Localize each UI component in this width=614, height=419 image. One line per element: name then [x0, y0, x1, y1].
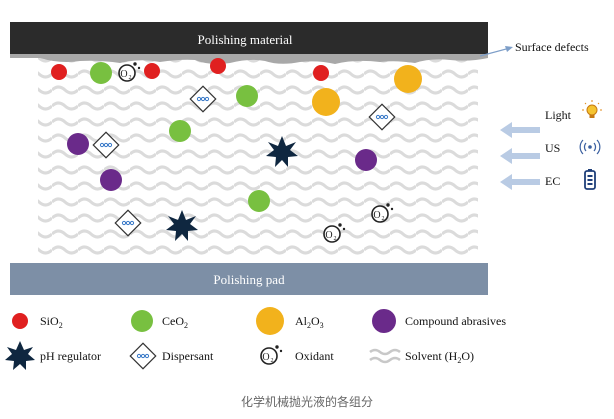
legend-oxidant-label: Oxidant: [295, 349, 334, 363]
ec-arrow: [500, 174, 540, 190]
oxidant-molecule: O 2: [118, 62, 141, 82]
ceo2-particle: [248, 190, 270, 212]
bulb-icon: [582, 100, 602, 118]
legend: SiO2 CeO2 Al2O3 Compound abrasives pH re…: [5, 307, 506, 370]
us-label: US: [545, 141, 560, 155]
legend-ph-swatch: [5, 341, 35, 370]
us-arrow: [500, 148, 540, 164]
sio2-particle: [51, 64, 67, 80]
al2o3-particle: [312, 88, 340, 116]
legend-compound-label: Compound abrasives: [405, 314, 506, 328]
svg-text:O: O: [120, 69, 127, 80]
svg-text:O: O: [262, 352, 269, 363]
dispersant-molecule: [189, 85, 217, 113]
surface-defects-arrowhead: [505, 46, 513, 52]
svg-text:2: 2: [271, 358, 274, 364]
sio2-particle: [313, 65, 329, 81]
legend-solvent-swatch: [369, 348, 401, 364]
ceo2-particle: [236, 85, 258, 107]
ph-regulator-star: [166, 210, 198, 241]
polishing-material-plate: [10, 22, 488, 54]
svg-text:2: 2: [129, 75, 132, 81]
legend-al2o3-swatch: [256, 307, 284, 335]
svg-text:2: 2: [382, 216, 385, 222]
svg-text:2: 2: [334, 236, 337, 242]
legend-ph-label: pH regulator: [40, 349, 101, 363]
ultrasound-icon: [579, 139, 601, 155]
ceo2-particle: [169, 120, 191, 142]
legend-sio2-label: SiO2: [40, 314, 63, 330]
battery-icon: [584, 169, 596, 190]
surface-defects-label: Surface defects: [515, 40, 589, 54]
light-label: Light: [545, 108, 572, 122]
polishing-material: Polishing material: [10, 22, 488, 64]
sio2-particle: [210, 58, 226, 74]
legend-oxidant-swatch: O 2: [260, 345, 283, 365]
polishing-pad: Polishing pad: [10, 263, 488, 295]
ec-label: EC: [545, 174, 560, 188]
legend-compound-swatch: [372, 309, 396, 333]
legend-ceo2-label: CeO2: [162, 314, 188, 330]
sio2-particle: [144, 63, 160, 79]
compound-abrasive-particle: [100, 169, 122, 191]
surface-defects-callout: Surface defects: [479, 40, 589, 57]
al2o3-particle: [394, 65, 422, 93]
surface-defects: [10, 54, 488, 64]
energy-inputs: Light US EC: [500, 100, 602, 190]
dispersant-molecule: [114, 209, 142, 237]
figure-caption: 化学机械抛光液的各组分: [240, 395, 373, 409]
light-arrow: [500, 122, 540, 138]
svg-text:O: O: [325, 230, 332, 241]
surface-defects-arrow: [479, 47, 511, 57]
legend-dispersant-swatch: [129, 342, 157, 370]
ceo2-particle: [90, 62, 112, 84]
polishing-material-label: Polishing material: [198, 32, 293, 47]
dispersant-molecule: [92, 131, 120, 159]
legend-sio2-swatch: [12, 313, 28, 329]
svg-text:O: O: [373, 210, 380, 221]
legend-dispersant-label: Dispersant: [162, 349, 214, 363]
legend-ceo2-swatch: [131, 310, 153, 332]
compound-abrasive-particle: [67, 133, 89, 155]
polishing-pad-label: Polishing pad: [213, 272, 285, 287]
compound-abrasive-particle: [355, 149, 377, 171]
dispersant-molecule: [368, 103, 396, 131]
oxidant-molecule: O 2: [323, 223, 346, 243]
legend-solvent-label: Solvent (H2O): [405, 349, 474, 365]
legend-al2o3-label: Al2O3: [295, 314, 324, 330]
polishing-pad-plate: [10, 263, 488, 295]
ph-regulator-star: [266, 136, 298, 167]
oxidant-molecule: O 2: [371, 203, 394, 223]
